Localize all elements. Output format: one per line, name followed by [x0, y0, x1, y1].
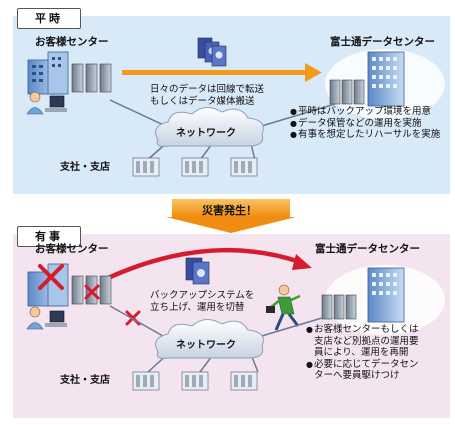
fujitsu-datacenter-icon: [321, 265, 445, 335]
disaster-arrow: [166, 199, 296, 233]
normal-tab: 平時: [17, 8, 81, 29]
transfer-arrow: [122, 63, 322, 82]
running-staff-icon: [266, 284, 301, 331]
transfer-text-line1: 日々のデータは回線で転送: [150, 84, 265, 95]
customer-center-label: お客様センター: [35, 36, 109, 48]
fujitsu-datacenter-icon: [325, 49, 445, 119]
emergency-bullets: お客様センターもしくは 支店など別拠点の運用要 員により、運用を再開 必要に応じ…: [306, 324, 419, 382]
emergency-bullet-cont: 支店など別拠点の運用要: [306, 336, 419, 348]
bullet-continuation: ターへ要員駆けつけ: [314, 370, 400, 381]
operator-icon: [26, 306, 67, 330]
branch-label: 支社・支店: [60, 162, 110, 173]
disaster-label: 災害発生！: [202, 204, 257, 217]
emergency-bullet-cont: 員により、運用を再開: [306, 347, 419, 359]
backup-media-icon: [185, 257, 210, 285]
customer-servers-icon: [71, 63, 112, 93]
normal-bullet: 平時はバックアップ環境を用意: [290, 106, 440, 118]
branch-servers-top: [132, 157, 258, 177]
normal-bullet: 有事を想定したリハーサルを実施: [290, 129, 440, 141]
fujitsu-center-label: 富士通データセンター: [315, 243, 420, 255]
bullet-continuation: 支店など別拠点の運用要: [314, 335, 419, 347]
customer-center-label: お客様センター: [35, 243, 109, 255]
emergency-bullet: お客様センターもしくは: [306, 324, 419, 336]
emergency-bullet: 必要に応じてデータセン: [306, 359, 419, 371]
network-label: ネットワーク: [176, 340, 236, 351]
system-text-line2: 立ち上げ、運用を切替: [150, 302, 245, 313]
emergency-bullet-cont: ターへ要員駆けつけ: [306, 370, 419, 382]
failure-x-icon: [38, 264, 64, 290]
network-label: ネットワーク: [176, 128, 236, 139]
transfer-text-line2: もしくはデータ媒体搬送: [150, 96, 255, 107]
data-media-icon: [197, 37, 227, 67]
branch-label: 支社・支店: [60, 375, 110, 386]
network-cloud-bottom: [155, 319, 264, 359]
normal-bullet: データ保管などの運用を実施: [290, 118, 440, 130]
system-text-line1: バックアップシステムを: [150, 290, 255, 301]
fujitsu-center-label: 富士通データセンター: [330, 36, 435, 48]
bullet-continuation: 員により、運用を再開: [314, 347, 409, 358]
emergency-tab: 有事: [17, 226, 81, 247]
branch-servers-bottom: [132, 371, 258, 391]
customer-building-icon: [27, 51, 69, 95]
network-cloud-top: [155, 107, 264, 147]
failover-arrow: [107, 247, 312, 281]
operator-icon: [26, 91, 67, 115]
normal-bullets: 平時はバックアップ環境を用意 データ保管などの運用を実施 有事を想定したリハーサ…: [290, 106, 440, 141]
